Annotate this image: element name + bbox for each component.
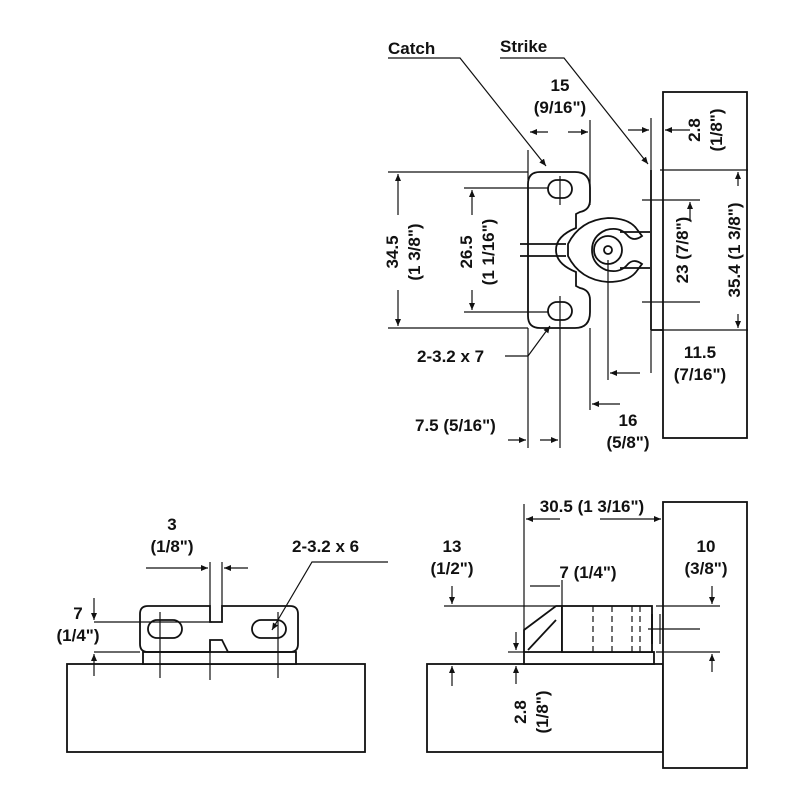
dim-10-mm: 10 (697, 537, 716, 556)
dim-2-8-br-in: (1/8") (533, 690, 552, 733)
dim-13-in: (1/2") (430, 559, 473, 578)
dim-11-5-mm: 11.5 (684, 343, 716, 362)
dim-7-in: (1/4") (56, 626, 99, 645)
dim-2-8-br-mm: 2.8 (511, 700, 530, 724)
dim-26-5-in: (1 1/16") (479, 219, 498, 286)
catch-label: Catch (388, 39, 435, 58)
strike-label: Strike (500, 37, 547, 56)
catch-side-body (139, 605, 299, 653)
dim-34-5-in: (1 3/8") (405, 223, 424, 280)
dim-2-8-in: (1/8") (707, 108, 726, 151)
dim-26-5-mm: 26.5 (457, 235, 476, 268)
dim-13-mm: 13 (443, 537, 462, 556)
dim-16-in: (5/8") (606, 433, 649, 452)
top-view (388, 57, 748, 448)
side-view-left (66, 561, 388, 753)
dim-15-mm: 15 (551, 76, 570, 95)
dim-23: 23 (7/8") (673, 217, 692, 284)
dim-3-in: (1/8") (150, 537, 193, 556)
dim-3-mm: 3 (167, 515, 176, 534)
dim-34-5-mm: 34.5 (383, 235, 402, 268)
spring-clip (520, 217, 650, 283)
dim-16-mm: 16 (619, 411, 638, 430)
dim-30-5: 30.5 (1 3/16") (540, 497, 644, 516)
catch-body (527, 171, 591, 329)
dim-7-br: 7 (1/4") (559, 563, 616, 582)
dim-10-in: (3/8") (684, 559, 727, 578)
dim-35-4: 35.4 (1 3/8") (725, 202, 744, 297)
dim-15-in: (9/16") (534, 98, 586, 117)
dim-7-5: 7.5 (5/16") (415, 416, 496, 435)
top-holes-label: 2-3.2 x 7 (417, 347, 484, 366)
dim-2-8-mm: 2.8 (685, 118, 704, 142)
dim-11-5-in: (7/16") (674, 365, 726, 384)
side-view-right (426, 501, 748, 769)
dim-7-mm: 7 (73, 604, 82, 623)
cabinet-block-left (66, 663, 366, 753)
bottom-holes-label: 2-3.2 x 6 (292, 537, 359, 556)
door-block-right (662, 501, 748, 769)
strike-plate (662, 91, 748, 439)
